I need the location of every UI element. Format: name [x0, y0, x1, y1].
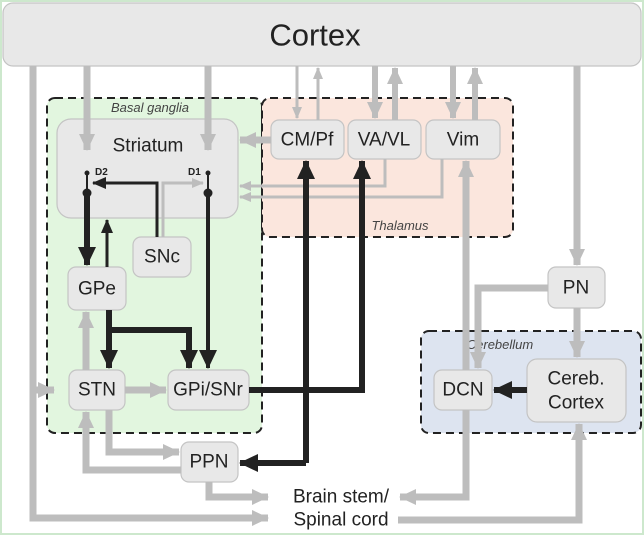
- cortex-to-spinal-cord-arrow: [29, 66, 269, 526]
- d1-neuron-dot: [203, 188, 213, 198]
- dcn-label: DCN: [442, 380, 483, 401]
- node-vim: Vim: [425, 119, 501, 160]
- basal-ganglia-label: Basal ganglia: [111, 100, 189, 115]
- node-cortex: Cortex: [2, 2, 642, 67]
- snc-to-d1-arrow: [161, 178, 204, 237]
- gpi-snr-label: GPi/SNr: [173, 380, 243, 401]
- node-va-vl: VA/VL: [347, 119, 422, 160]
- gpi-to-va-vl-arrow: [249, 160, 371, 393]
- cortex-label: Cortex: [269, 18, 361, 53]
- cm-pf-label: CM/Pf: [281, 130, 335, 151]
- node-stn: STN: [68, 369, 126, 411]
- node-gpi-snr: GPi/SNr: [167, 369, 250, 411]
- dcn-to-brain-stem-arrow: [399, 410, 470, 505]
- striatum-label: Striatum: [113, 136, 184, 157]
- node-striatum: Striatum: [56, 118, 239, 219]
- d1-label: D1: [188, 167, 201, 178]
- gpe-label: GPe: [78, 279, 116, 300]
- d1-receptor-dot: [205, 170, 211, 176]
- node-snc: SNc: [132, 236, 192, 278]
- snc-label: SNc: [144, 247, 180, 268]
- stn-label: STN: [78, 380, 116, 401]
- spinal-cord-label: Spinal cord: [293, 510, 388, 531]
- node-pn: PN: [547, 266, 606, 309]
- spinal-cord-to-cereb-cortex-arrow: [398, 423, 587, 524]
- node-cm-pf: CM/Pf: [270, 119, 345, 160]
- d2-neuron-dot: [82, 188, 92, 198]
- d2-label: D2: [95, 167, 108, 178]
- va-vl-to-striatum-arrow: [239, 159, 387, 191]
- ppn-label: PPN: [189, 452, 228, 473]
- node-ppn: PPN: [180, 441, 239, 483]
- ppn-to-stn-arrow: [78, 411, 181, 474]
- brain-stem-label: Brain stem/: [293, 487, 390, 508]
- gray-pathways: [29, 66, 587, 526]
- pn-to-dcn-arrow: [470, 284, 548, 369]
- cereb-cortex-label-1: Cereb.: [547, 369, 604, 390]
- cereb-cortex-label-2: Cortex: [548, 393, 604, 414]
- black-pathways: D2 D1: [78, 160, 527, 472]
- stn-to-ppn-arrow: [105, 410, 180, 460]
- d2-receptor-dot: [84, 170, 90, 176]
- va-vl-label: VA/VL: [358, 130, 410, 151]
- node-gpe: GPe: [67, 266, 127, 311]
- node-dcn: DCN: [433, 369, 493, 411]
- node-cereb-cortex: Cereb. Cortex: [526, 358, 627, 423]
- thalamus-label: Thalamus: [371, 218, 429, 233]
- gpe-to-gpi-arrow: [109, 327, 198, 369]
- ppn-to-brain-stem-arrow: [205, 482, 269, 505]
- snc-to-d2-arrow: [92, 177, 159, 237]
- cerebellum-label: Cerebellum: [467, 337, 534, 352]
- vim-label: Vim: [447, 130, 479, 151]
- pn-label: PN: [563, 278, 589, 299]
